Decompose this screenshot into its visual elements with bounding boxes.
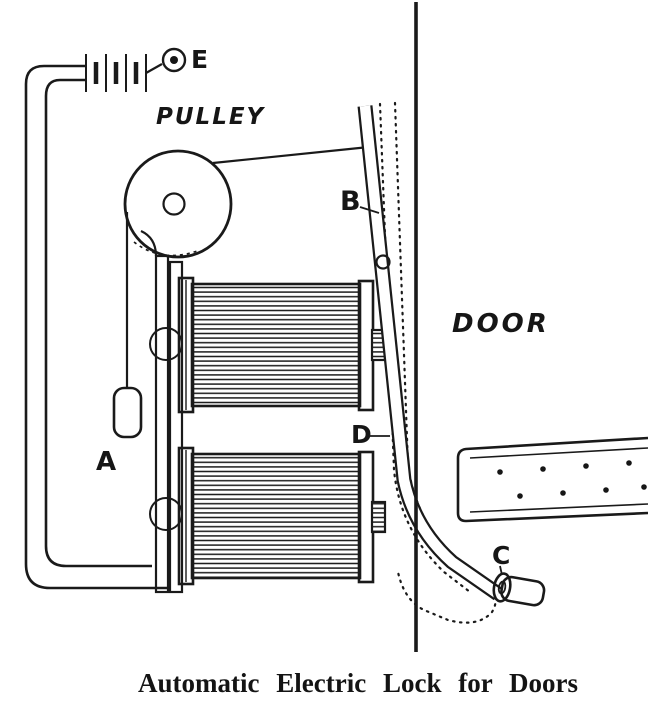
label-dotted-d: D [351,420,372,449]
door-board [456,436,648,523]
label-lever-b-leader [359,206,380,214]
figure-caption: Automatic Electric Lock for Doors [138,668,578,698]
label-pulley: PULLEY [156,104,266,130]
label-terminal-e: E [191,45,208,74]
label-handle-c: C [492,541,510,570]
electromagnet-lower [177,446,387,586]
terminal-contact [161,47,187,73]
battery [85,54,147,92]
electromagnet-upper [177,276,387,414]
label-weight-a: A [96,447,116,477]
weight [112,386,143,439]
label-lever-b: B [340,186,361,217]
armature-plate [140,230,184,594]
circuit-wiring [24,63,168,590]
label-door: DOOR [452,309,550,339]
lever-pivot-pin [375,254,391,270]
pulley-cord-to-lever [212,145,370,165]
lever-bar [357,105,503,601]
door-board-screw-holes [497,460,647,499]
label-handle-c-leader [499,565,503,576]
handle [492,572,546,607]
pulley-wheel [123,149,233,259]
